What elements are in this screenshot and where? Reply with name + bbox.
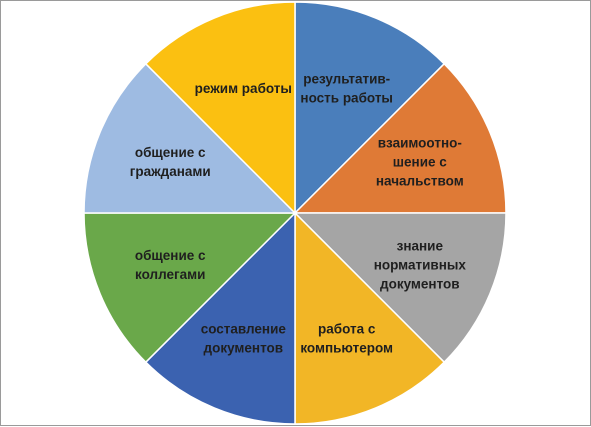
pie-slice-7 bbox=[83, 62, 297, 214]
pie-slice-1 bbox=[294, 1, 446, 215]
pie-slice-label-1: результатив-ность работы bbox=[300, 72, 393, 106]
pie-slice-6 bbox=[83, 212, 297, 364]
pie-slice-8 bbox=[144, 1, 296, 215]
pie-slice-3 bbox=[293, 212, 507, 364]
pie-slice-label-8: режим работы bbox=[195, 81, 292, 96]
pie-slice-5 bbox=[144, 211, 296, 425]
pie-slice-2 bbox=[293, 62, 507, 214]
pie-slice-4 bbox=[294, 211, 446, 425]
